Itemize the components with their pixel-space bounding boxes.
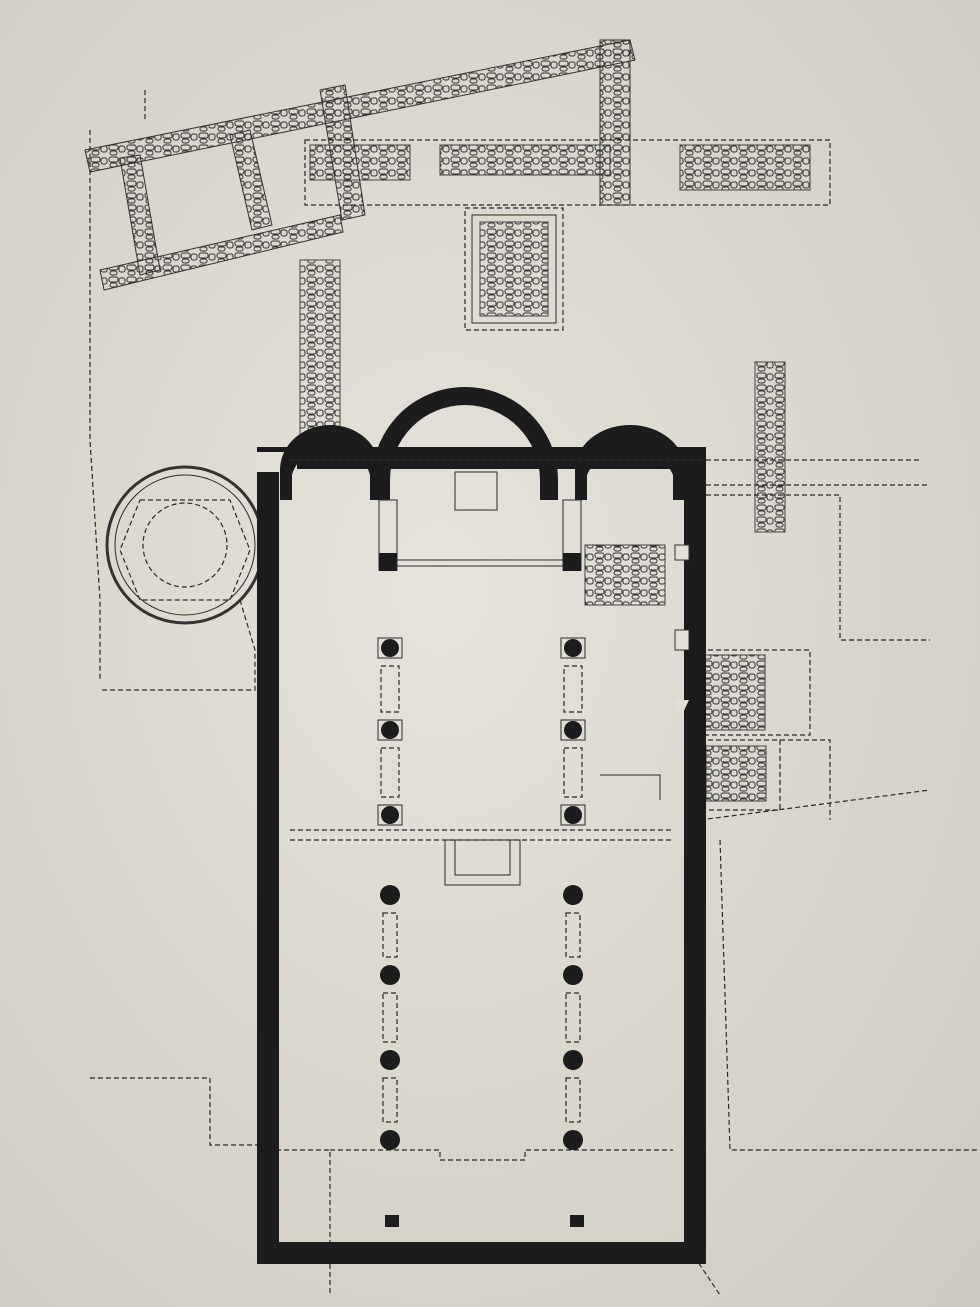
chancel	[290, 459, 920, 606]
tomb-enclosure	[464, 207, 564, 331]
column	[380, 1050, 400, 1070]
column-pier	[564, 806, 582, 824]
column-pier	[381, 639, 399, 657]
column	[563, 885, 583, 905]
column	[380, 1130, 400, 1150]
column-pier	[381, 721, 399, 739]
column	[563, 965, 583, 985]
column	[563, 1050, 583, 1070]
connecting-walls	[299, 259, 786, 533]
column	[380, 965, 400, 985]
north-stone-walls	[84, 39, 831, 680]
column-pier	[564, 639, 582, 657]
column-pier	[381, 806, 399, 824]
basilica-walls	[257, 387, 706, 1264]
east-annex-rooms	[690, 484, 980, 1151]
column-pier	[564, 721, 582, 739]
column	[563, 1130, 583, 1150]
column	[380, 885, 400, 905]
colonnade	[377, 637, 586, 1150]
nave-division	[290, 774, 673, 1161]
